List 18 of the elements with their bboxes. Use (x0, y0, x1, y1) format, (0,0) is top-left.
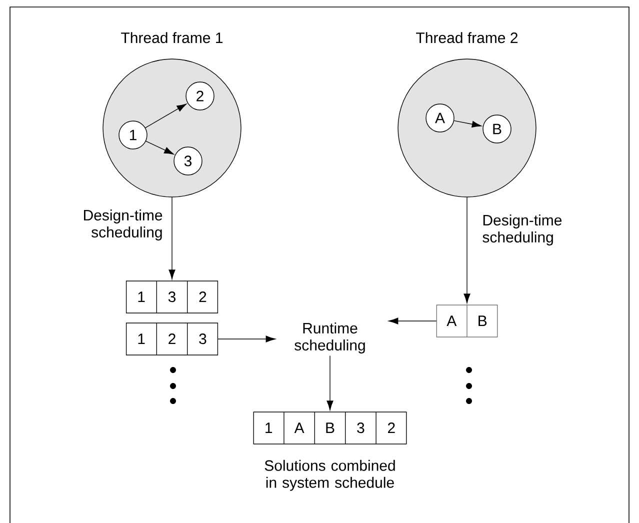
arrow (326, 355, 334, 410)
schedule-table: 1 A B 3 2 (253, 412, 407, 444)
edge-label: Design-time scheduling (84, 210, 162, 240)
caption-text: Solutions combined in system schedule (264, 460, 395, 491)
arrow (146, 140, 174, 154)
node-label: Thread frame 2 (416, 32, 518, 44)
arrow (168, 197, 176, 280)
node-label: Thread frame 1 (121, 32, 223, 44)
process-label: Runtime scheduling (294, 322, 365, 354)
schedule-table: 1 2 3 (126, 322, 218, 356)
schedule-table: 1 3 2 (126, 280, 218, 314)
edge-label: Design-time scheduling (482, 214, 562, 246)
arrow (464, 197, 470, 304)
arrow (388, 318, 437, 324)
schedule-table: A B (436, 304, 498, 338)
arrow (218, 336, 276, 342)
arrow (145, 104, 186, 128)
arrow (454, 120, 482, 128)
